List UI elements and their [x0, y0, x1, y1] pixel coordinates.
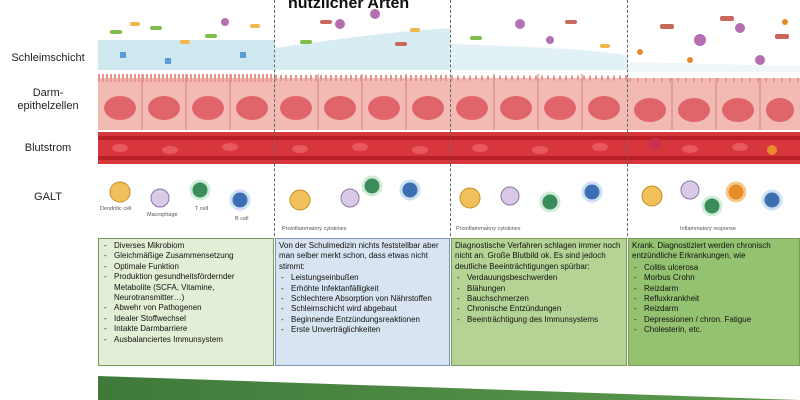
list-item: Schleimschicht wird abgebaut: [279, 304, 446, 315]
list-item: Optimale Funktion: [102, 262, 270, 273]
galt-cells: [109, 175, 783, 217]
list-item: Bauchschmerzen: [455, 294, 623, 305]
list-item: Abwehr von Pathogenen: [102, 303, 270, 314]
list-item: Erste Unverträglichkeiten: [279, 325, 446, 336]
stage-heading: nützlicher Arten: [288, 0, 410, 12]
list-item: Reizdarm: [632, 304, 796, 315]
mucus-layer: [98, 28, 800, 72]
list-item: Refluxkrankheit: [632, 294, 796, 305]
list-item: Blähungen: [455, 284, 623, 295]
list-item: Verdauungsbeschwerden: [455, 273, 623, 284]
list-item: Ausbalanciertes Immunsystem: [102, 335, 270, 346]
list-item: Gleichmäßige Zusammensetzung: [102, 251, 270, 262]
list-item: Erhöhte Infektanfälligkeit: [279, 284, 446, 295]
stage-box-diseased-list: Colitis ulcerosa Morbus Crohn Reizdarm R…: [632, 263, 796, 336]
caption-cytokines-stage3: Proinflammatory cytokines: [456, 226, 521, 232]
caption-b-cell: B cell: [235, 216, 249, 222]
stage-box-diseased: Krank. Diagnostiziert werden chronisch e…: [628, 238, 800, 366]
gut-illustration: [98, 9, 800, 217]
blood-stream: [98, 132, 800, 164]
stage-divider-2: [450, 0, 451, 236]
list-item: Chronische Entzündungen: [455, 304, 623, 315]
progression-wedge: [98, 376, 800, 400]
stage-box-diseased-intro: Krank. Diagnostiziert werden chronisch e…: [632, 241, 771, 261]
caption-macrophage: Macrophage: [147, 212, 178, 218]
caption-cytokines-stage2: Proinflammatory cytokines: [282, 226, 347, 232]
microbiome-particles: [110, 9, 789, 65]
stage-box-symptomatic-intro: Diagnostische Verfahren schlagen immer n…: [455, 241, 621, 271]
list-item: Intakte Darmbarriere: [102, 324, 270, 335]
list-item: Colitis ulcerosa: [632, 263, 796, 274]
stage-box-symptomatic-list: Verdauungsbeschwerden Blähungen Bauchsch…: [455, 273, 623, 325]
stage-box-healthy-list: Diverses Mikrobiom Gleichmäßige Zusammen…: [102, 241, 270, 345]
label-blood-stream: Blutstrom: [24, 142, 72, 154]
label-epithelium-line2: epithelzellen: [17, 100, 79, 112]
label-epithelium-line1: Darm-: [32, 87, 64, 99]
stage-box-subclinical-list: Leistungseinbußen Erhöhte Infektanfällig…: [279, 273, 446, 336]
caption-t-cell: T cell: [195, 206, 209, 212]
list-item: Depressionen / chron. Fatigue: [632, 315, 796, 326]
list-item: Idealer Stoffwechsel: [102, 314, 270, 325]
stage-box-healthy: Diverses Mikrobiom Gleichmäßige Zusammen…: [98, 238, 274, 366]
caption-inflammatory-response: Inflammatory response: [680, 226, 736, 232]
label-galt: GALT: [34, 191, 62, 203]
caption-dendritic-cell: Dendritic cell: [100, 206, 132, 212]
stage-box-subclinical-intro: Von der Schulmedizin nichts feststellbar…: [279, 241, 439, 271]
list-item: Schlechtere Absorption von Nährstoffen: [279, 294, 446, 305]
list-item: Beeinträchtigung des Immunsystems: [455, 315, 623, 326]
list-item: Beginnende Entzündungsreaktionen: [279, 315, 446, 326]
epithelium-layer: [98, 74, 800, 130]
list-item: Produktion gesundheitsfördernder Metabol…: [102, 272, 270, 303]
list-item: Diverses Mikrobiom: [102, 241, 270, 252]
list-item: Morbus Crohn: [632, 273, 796, 284]
list-item: Leistungseinbußen: [279, 273, 446, 284]
list-item: Cholesterin, etc.: [632, 325, 796, 336]
stage-box-symptomatic: Diagnostische Verfahren schlagen immer n…: [451, 238, 627, 366]
stage-box-subclinical: Von der Schulmedizin nichts feststellbar…: [275, 238, 450, 366]
stage-divider-3: [627, 0, 628, 236]
label-mucus-layer: Schleimschicht: [11, 52, 85, 64]
list-item: Reizdarm: [632, 284, 796, 295]
stage-divider-1: [274, 0, 275, 236]
